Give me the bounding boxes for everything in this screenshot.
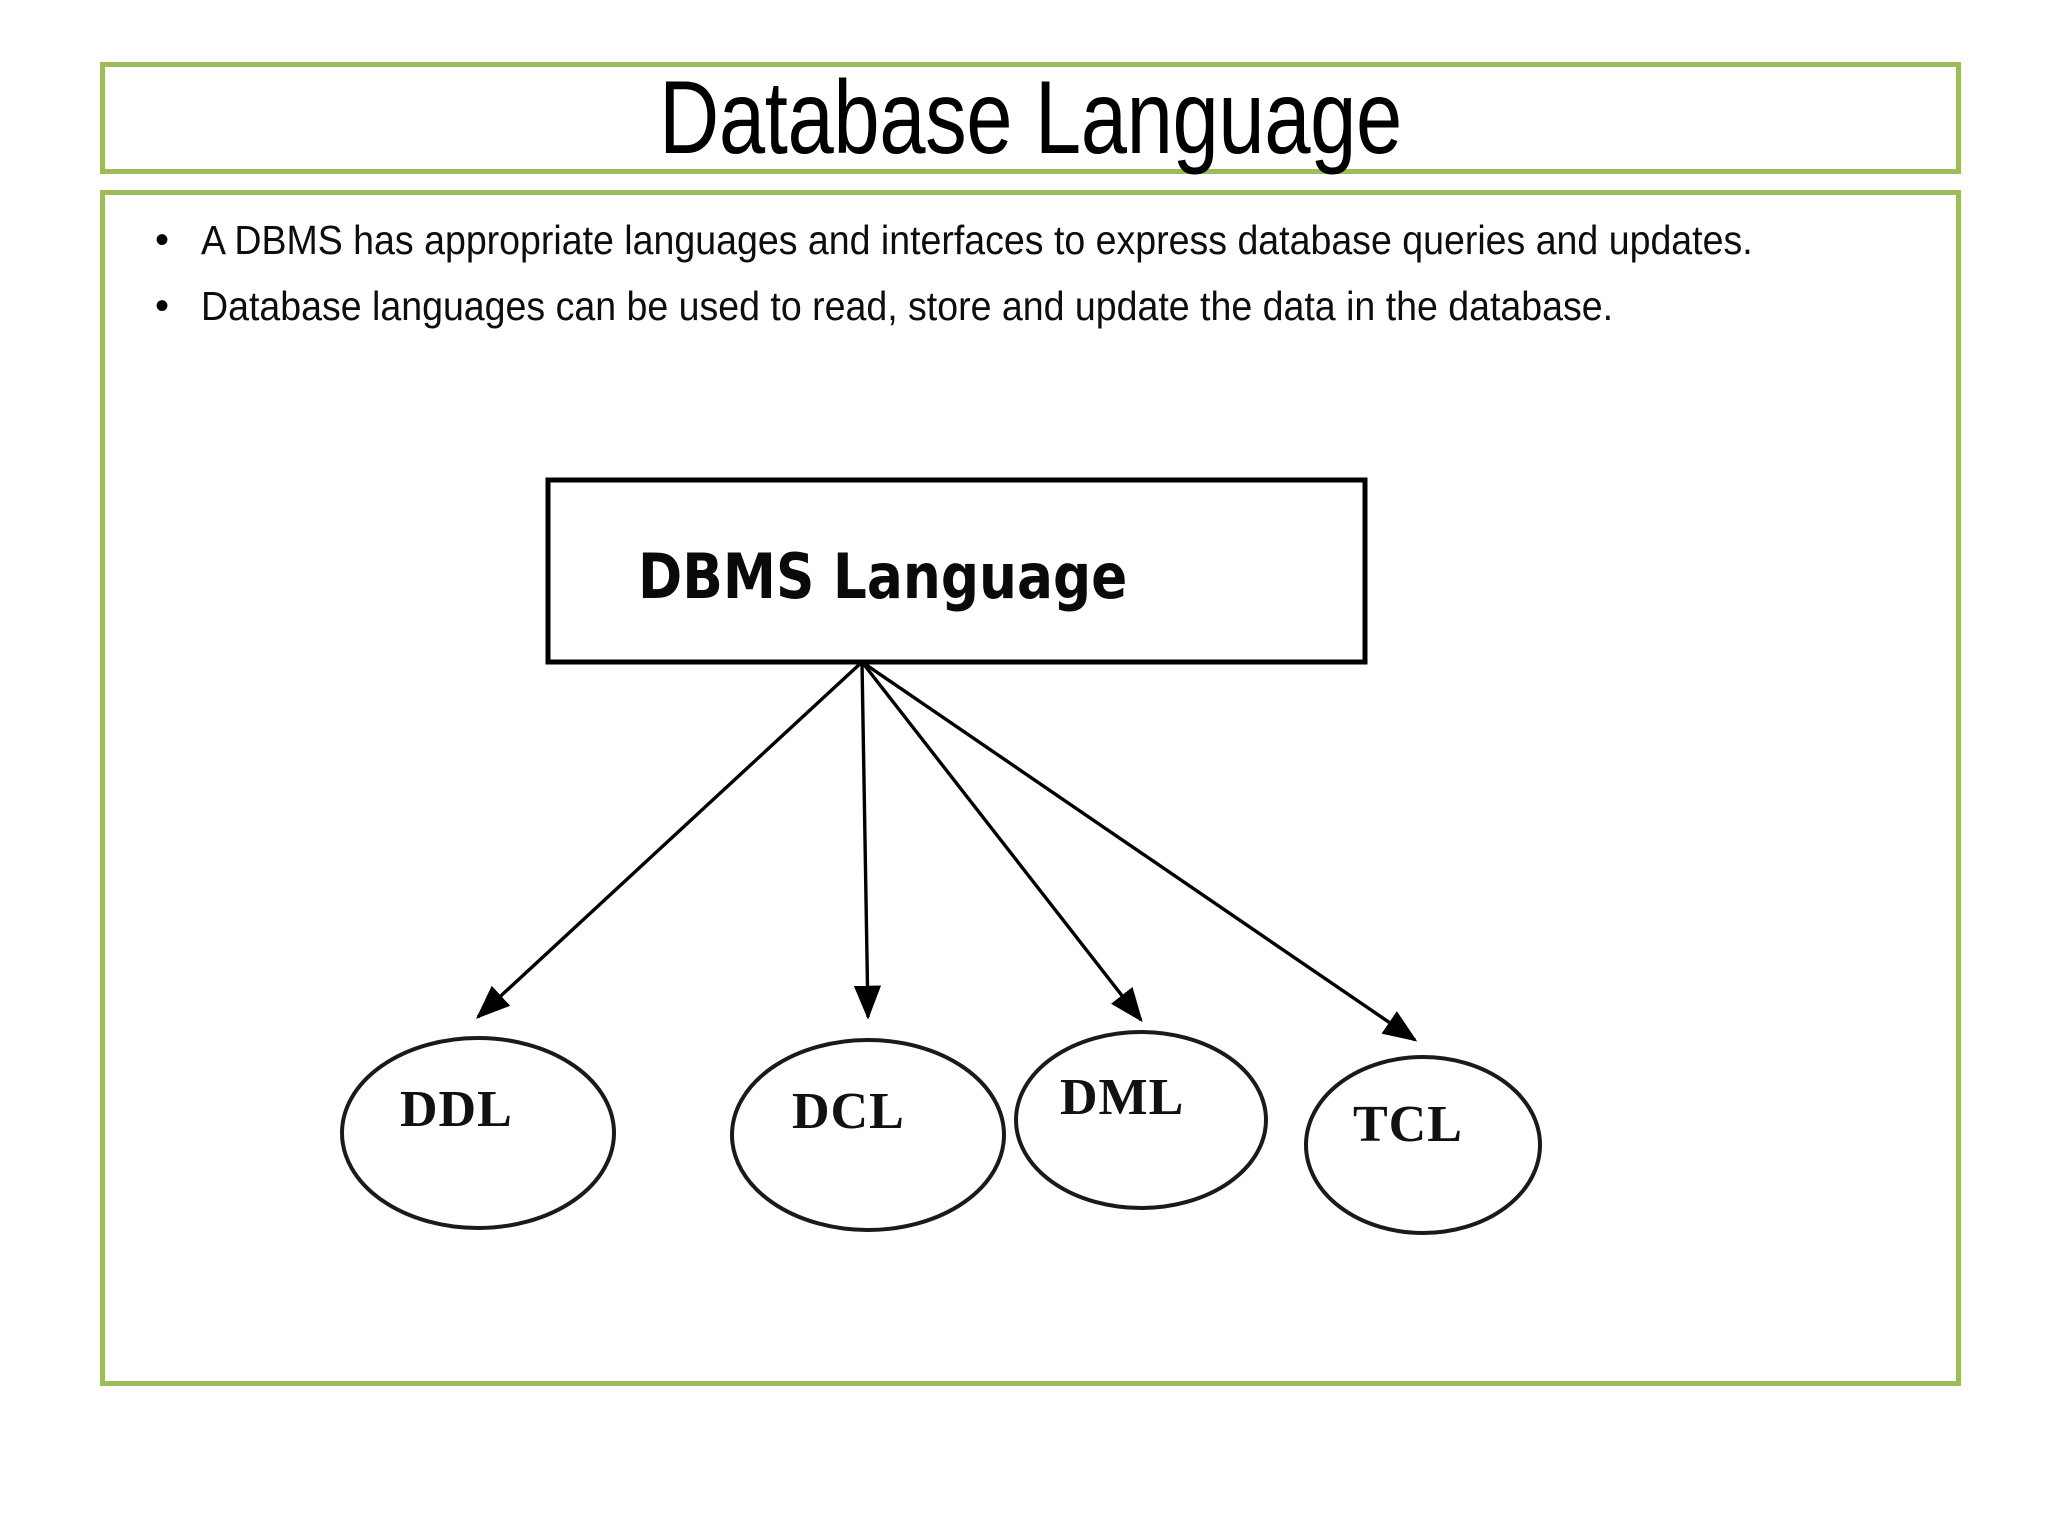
bullet-text: A DBMS has appropriate languages and int… — [201, 217, 1753, 263]
bullet-text: Database languages can be used to read, … — [201, 283, 1614, 329]
bullet-list: • A DBMS has appropriate languages and i… — [123, 209, 1943, 341]
connector-to-ddl — [476, 660, 864, 1019]
page-title: Database Language — [659, 60, 1402, 176]
diagram-svg — [340, 477, 1542, 1235]
dml-node-label: DML — [1060, 1069, 1185, 1126]
list-item: • Database languages can be used to read… — [123, 275, 1943, 341]
tcl-node-label: TCL — [1353, 1096, 1463, 1153]
connector-to-tcl — [861, 660, 1418, 1042]
tcl-node-shape — [1304, 1055, 1542, 1235]
content-frame: • A DBMS has appropriate languages and i… — [100, 190, 1961, 1386]
connector-to-dcl — [853, 661, 882, 1020]
list-item: • A DBMS has appropriate languages and i… — [123, 209, 1943, 275]
dcl-node-label: DCL — [792, 1083, 905, 1140]
bullet-marker-icon: • — [154, 218, 169, 262]
title-frame: Database Language — [100, 62, 1961, 174]
bullet-marker-icon: • — [154, 284, 169, 328]
root-node-shape — [545, 477, 1368, 665]
root-node-label: DBMS Language — [638, 540, 1128, 613]
dml-node-shape — [1014, 1030, 1268, 1210]
ddl-node-label: DDL — [400, 1081, 513, 1138]
dbms-language-diagram: DBMS Language DDL DCL DML TCL — [105, 195, 1956, 1381]
dcl-node-shape — [730, 1038, 1006, 1232]
connector-to-dml — [860, 660, 1143, 1023]
ddl-node-shape — [340, 1036, 616, 1230]
